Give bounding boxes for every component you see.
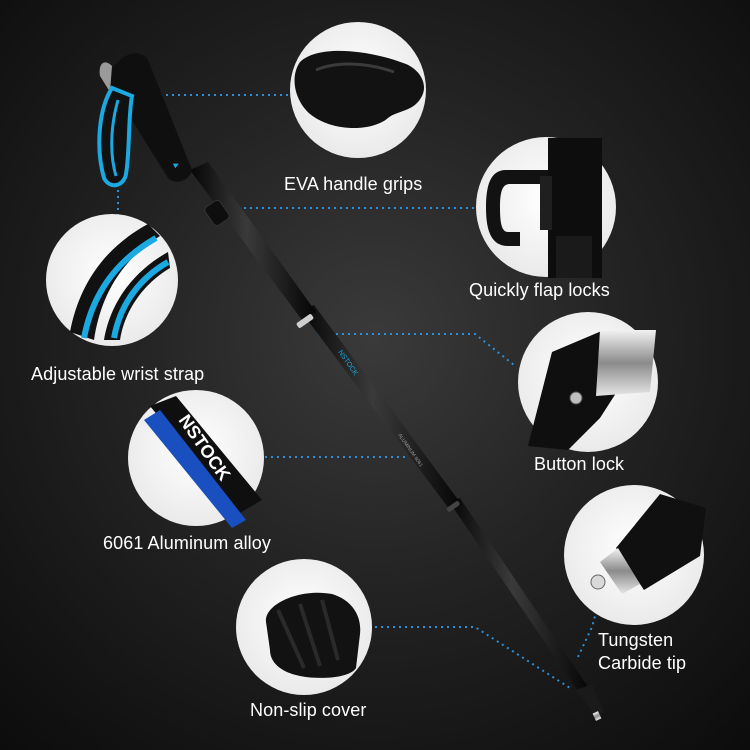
flap-lock-clamp bbox=[204, 199, 230, 227]
pole-tip bbox=[576, 684, 604, 716]
leader-cover bbox=[357, 626, 571, 689]
label-wrist-strap: Adjustable wrist strap bbox=[31, 364, 205, 384]
label-aluminum-alloy: 6061 Aluminum alloy bbox=[103, 533, 271, 553]
bubble-carbide-tip bbox=[564, 485, 706, 625]
pole-shaft-upper bbox=[190, 162, 316, 320]
bubble-non-slip-cover bbox=[236, 559, 372, 695]
bubble-wrist-strap bbox=[46, 214, 178, 346]
pole-shaft-mid bbox=[300, 305, 462, 510]
label-button-lock: Button lock bbox=[534, 454, 625, 474]
pole-grip bbox=[109, 53, 192, 182]
label-carbide-tip-line1: Tungsten bbox=[598, 630, 674, 650]
label-carbide-tip-line2: Carbide tip bbox=[598, 653, 687, 673]
label-carbide-tip: Tungsten Carbide tip bbox=[598, 629, 686, 675]
bubble-flap-lock bbox=[476, 137, 616, 278]
leader-lines bbox=[117, 94, 601, 689]
label-non-slip-cover: Non-slip cover bbox=[250, 700, 367, 720]
bubble-eva-grip bbox=[290, 22, 426, 158]
bubble-aluminum-alloy: NSTOCK bbox=[128, 390, 264, 528]
button-lock-ring bbox=[296, 314, 314, 328]
pole-shaft-lower bbox=[448, 498, 590, 694]
leader-button bbox=[318, 333, 515, 366]
pole-wrist-strap bbox=[97, 85, 135, 188]
bubble-button-lock bbox=[518, 312, 658, 452]
label-flap-locks: Quickly flap locks bbox=[469, 280, 610, 300]
label-eva-grips: EVA handle grips bbox=[284, 174, 423, 194]
svg-text:▲: ▲ bbox=[170, 158, 183, 171]
